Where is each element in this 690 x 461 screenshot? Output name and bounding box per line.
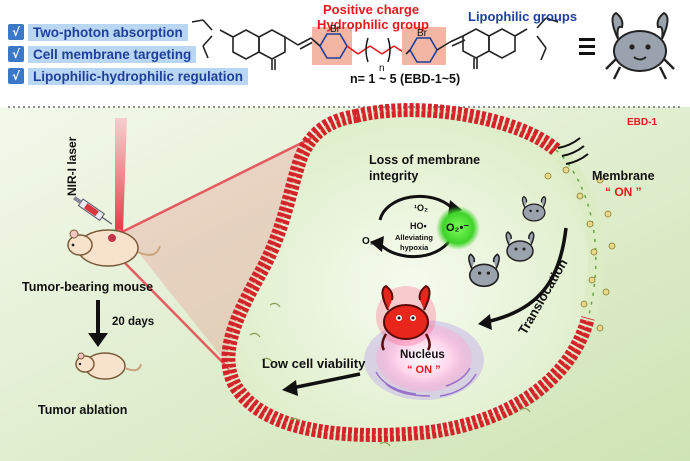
- feature-two-photon: √ Two-photon absorption: [8, 22, 188, 42]
- laser-beam: [115, 118, 127, 232]
- feature-label: Cell membrane targeting: [28, 45, 197, 63]
- n-range-label: n= 1 ~ 5 (EBD-1~5): [350, 72, 461, 86]
- right-coumarin-pyrone-ring: [462, 28, 490, 59]
- projection-line-lower: [121, 259, 241, 381]
- ablated-mouse-illustration: [75, 352, 142, 380]
- bromide-left: Br: [330, 24, 340, 35]
- positive-charge-label: Positive charge: [323, 2, 420, 17]
- crab-icon-small-1: [521, 195, 547, 222]
- alleviating-line2: hypoxia: [400, 243, 429, 252]
- alleviating-line1: Alleviating: [395, 233, 433, 242]
- nucleus-label: Nucleus: [400, 349, 445, 361]
- lipid-heads: [544, 166, 616, 332]
- membrane-entry-arrows: [557, 137, 589, 165]
- check-icon: √: [8, 24, 24, 40]
- probe-label: EBD-1: [627, 117, 658, 128]
- check-icon: √: [8, 46, 24, 62]
- membrane-label: Membrane: [592, 169, 655, 183]
- ros-cycle: [370, 194, 480, 259]
- oxygen-label: O₂: [362, 236, 375, 247]
- viability-arrow: [291, 372, 361, 390]
- tumor-ablation-label: Tumor ablation: [38, 403, 128, 417]
- lipophilic-groups-label: Lipophilic groups: [468, 9, 578, 24]
- nucleus-on-label: “ ON ”: [407, 364, 441, 376]
- left-coumarin-benzene-ring: [232, 29, 260, 60]
- feature-membrane-targeting: √ Cell membrane targeting: [8, 44, 197, 64]
- chemical-structure: [191, 17, 595, 70]
- chain-bracket-right: [387, 37, 391, 63]
- right-coumarin-benzene-ring: [488, 28, 516, 59]
- feature-label: Two-photon absorption: [28, 23, 188, 41]
- hydroxyl-label: HO•: [410, 221, 427, 231]
- feature-lipophilic-hydrophilic: √ Lipophilic-hydrophilic regulation: [8, 66, 248, 86]
- superoxide-label: O₂•⁻: [446, 222, 470, 234]
- membrane-debris: [249, 302, 531, 447]
- loss-of-membrane-line2: integrity: [369, 169, 419, 183]
- bromide-right: Br: [417, 28, 427, 39]
- feature-label: Lipophilic-hydrophilic regulation: [28, 67, 248, 85]
- tumor-bearing-mouse-illustration: [67, 229, 161, 267]
- nucleus: [364, 320, 484, 400]
- translocation-arrow-head: [478, 314, 492, 330]
- superoxide-glow: [436, 206, 480, 250]
- tumor-bearing-mouse-label: Tumor-bearing mouse: [22, 280, 154, 294]
- hydrophilic-group-label: Hydrophilic group: [317, 17, 429, 32]
- check-icon: √: [8, 68, 24, 84]
- crab-icon-small-3: [468, 253, 500, 288]
- days-label: 20 days: [112, 316, 155, 328]
- left-coumarin-pyrone-ring: [258, 29, 286, 60]
- chain-bracket-left: [365, 37, 369, 63]
- singlet-oxygen-label: ¹O₂: [414, 203, 428, 213]
- crab-icon-small-2: [505, 231, 535, 262]
- syringe-icon: [73, 196, 113, 225]
- translocation-arrow: [485, 227, 568, 324]
- laser-label: NIR-I laser: [65, 136, 79, 196]
- membrane-on-label: “ ON ”: [605, 185, 642, 199]
- loss-of-membrane-line1: Loss of membrane: [369, 153, 481, 167]
- low-cell-viability-label: Low cell viability: [262, 356, 366, 371]
- positive-charge-highlight-right: [402, 27, 446, 65]
- membrane-inner-detail: [227, 109, 597, 436]
- chain-subscript-n: n: [379, 63, 385, 74]
- days-arrow-head: [88, 333, 108, 347]
- viability-arrow-head: [282, 380, 298, 396]
- crab-icon: [605, 11, 675, 80]
- crab-icon-active: [376, 284, 436, 351]
- equivalent-sign: [579, 38, 595, 55]
